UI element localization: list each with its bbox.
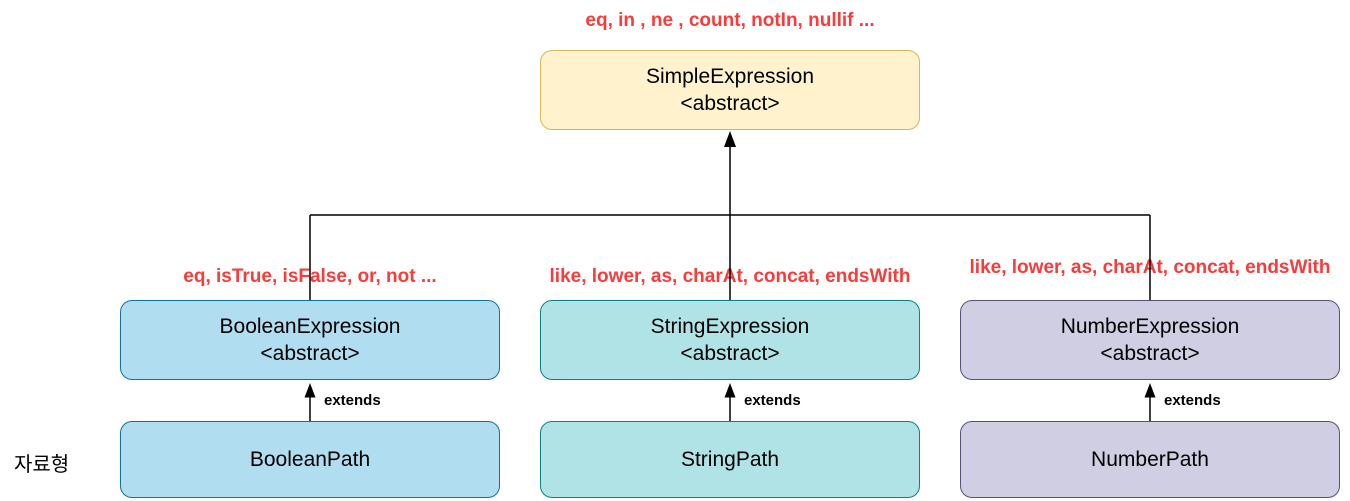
class-stereotype: <abstract> bbox=[680, 92, 780, 115]
class-box-number-path: NumberPath bbox=[960, 421, 1340, 498]
extends-edge-label: extends bbox=[744, 392, 801, 409]
arrowhead-to-root bbox=[724, 131, 736, 147]
extends-edge-label: extends bbox=[1164, 392, 1221, 409]
class-box-boolean-expression: BooleanExpression <abstract> bbox=[120, 300, 500, 380]
class-box-boolean-path: BooleanPath bbox=[120, 421, 500, 498]
class-title: SimpleExpression bbox=[645, 65, 815, 88]
arrowhead-extends-number bbox=[1144, 383, 1156, 398]
class-stereotype: <abstract> bbox=[260, 342, 360, 365]
arrowhead-extends-boolean bbox=[304, 383, 316, 398]
class-title: NumberPath bbox=[1091, 448, 1209, 471]
class-title: BooleanExpression bbox=[219, 315, 401, 338]
class-title: BooleanPath bbox=[249, 448, 371, 471]
class-title: StringExpression bbox=[650, 315, 810, 338]
root-methods-label: eq, in , ne , count, notIn, nullif ... bbox=[585, 10, 875, 31]
boolean-methods-label: eq, isTrue, isFalse, or, not ... bbox=[183, 266, 437, 287]
class-box-simple-expression: SimpleExpression <abstract> bbox=[540, 50, 920, 130]
number-methods-label: like, lower, as, charAt, concat, endsWit… bbox=[969, 257, 1331, 278]
class-stereotype: <abstract> bbox=[680, 342, 780, 365]
class-title: StringPath bbox=[680, 448, 780, 471]
class-box-string-expression: StringExpression <abstract> bbox=[540, 300, 920, 380]
class-box-number-expression: NumberExpression <abstract> bbox=[960, 300, 1340, 380]
row-caption-datatype: 자료형 bbox=[14, 454, 70, 476]
arrowhead-extends-string bbox=[724, 383, 736, 398]
string-methods-label: like, lower, as, charAt, concat, endsWit… bbox=[549, 266, 911, 287]
class-stereotype: <abstract> bbox=[1100, 342, 1200, 365]
extends-edge-label: extends bbox=[324, 392, 381, 409]
class-box-string-path: StringPath bbox=[540, 421, 920, 498]
class-title: NumberExpression bbox=[1060, 315, 1240, 338]
